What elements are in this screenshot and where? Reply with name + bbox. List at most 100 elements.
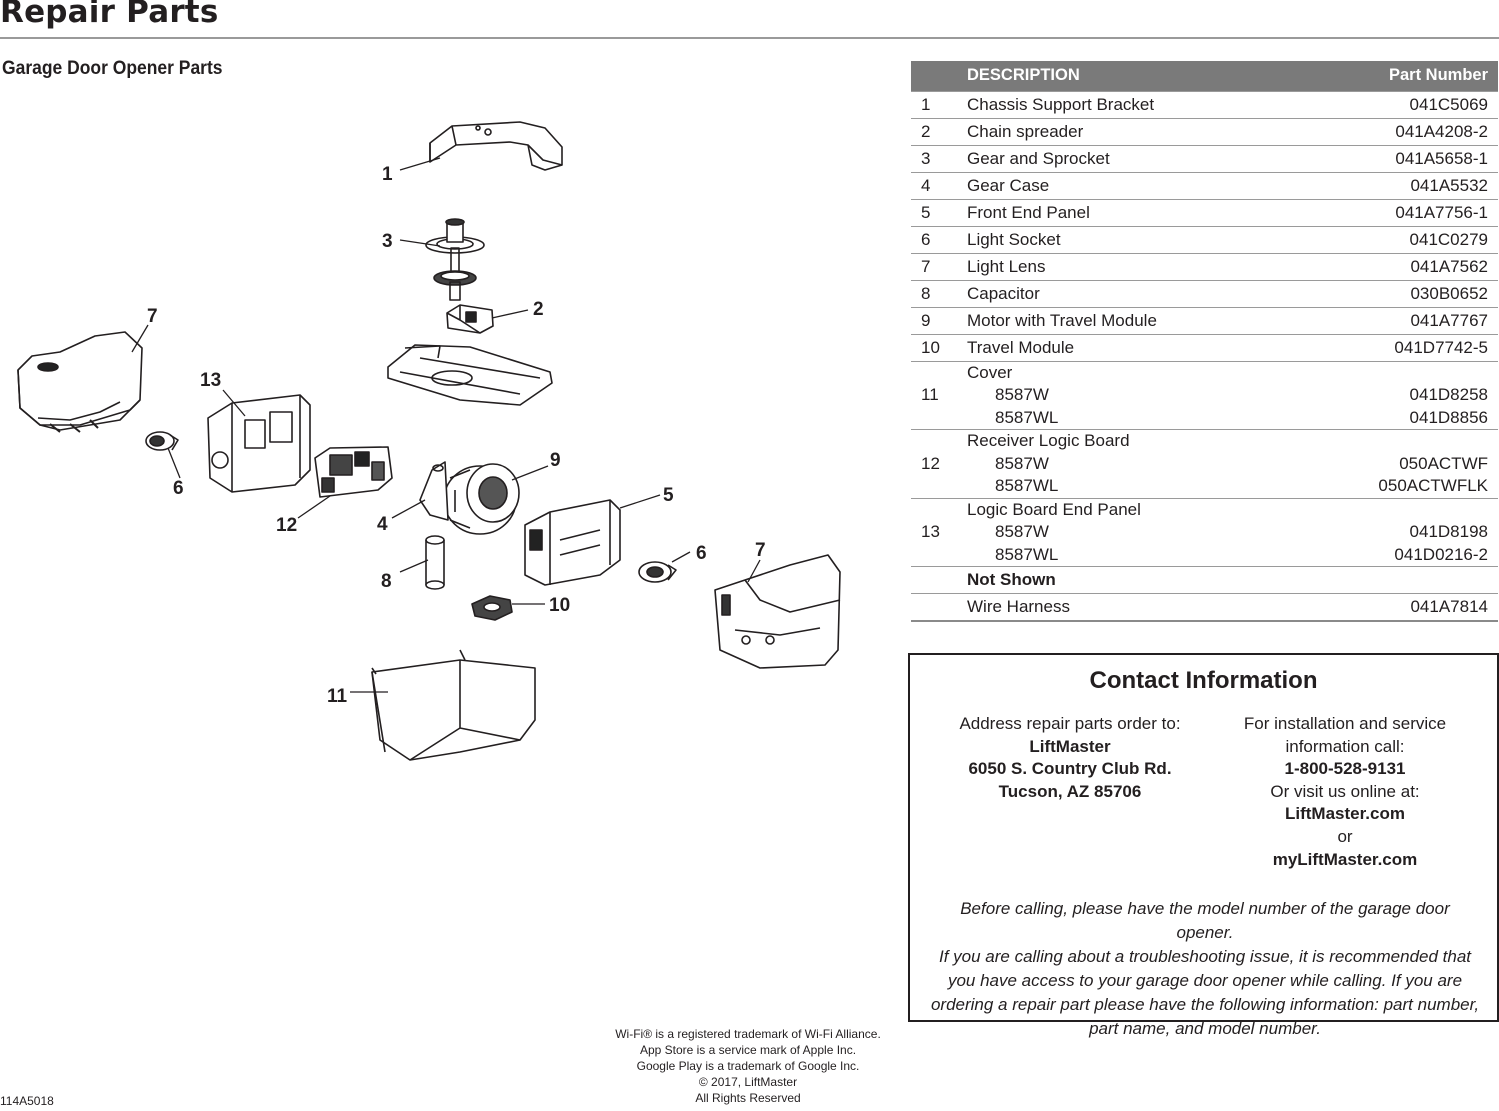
page-title: Repair Parts [0, 0, 219, 30]
document-number: 114A5018 [0, 1094, 54, 1108]
note-line: Before calling, please have the model nu… [960, 899, 1450, 942]
callout-5: 5 [663, 485, 674, 506]
item-number: 5 [911, 198, 961, 226]
item-part-number-cell: 041D8198 041D0216-2 [1292, 497, 1498, 567]
item-part-number: 041A4208-2 [1292, 117, 1498, 145]
item-description-cell: Logic Board End Panel 8587W 8587WL [961, 497, 1293, 567]
item-number: 6 [911, 225, 961, 253]
front-end-panel-illustration [524, 499, 621, 586]
callout-11: 11 [327, 686, 348, 707]
travel-module-illustration [471, 595, 513, 621]
item-number: 13 [911, 497, 961, 567]
item-number: 1 [911, 90, 961, 118]
item-part-number: 041A7562 [1292, 252, 1498, 280]
footer-line: © 2017, LiftMaster [698, 1075, 798, 1089]
callout-6-right: 6 [696, 543, 707, 564]
item-part-number: 041D0216-2 [1394, 544, 1488, 564]
callout-2: 2 [533, 299, 544, 320]
table-row: 13 Logic Board End Panel 8587W 8587WL 04… [911, 497, 1498, 567]
callout-10: 10 [549, 595, 570, 616]
chain-spreader-illustration [446, 304, 494, 334]
table-header-row: DESCRIPTION Part Number [911, 61, 1498, 91]
item-description: Wire Harness [961, 593, 1293, 621]
contact-information-box: Contact Information Address repair parts… [908, 653, 1499, 1038]
note-line: you have access to your garage door open… [947, 971, 1463, 990]
cover-illustration [371, 649, 536, 761]
item-part-number: 041A5658-1 [1292, 144, 1498, 172]
address-intro: Address repair parts order to: [959, 714, 1181, 733]
item-part-number: 041A7756-1 [1292, 198, 1498, 226]
item-part-number: 041A7767 [1292, 306, 1498, 334]
light-lens-left-illustration [17, 331, 143, 433]
service-intro: For installation and service [1243, 714, 1447, 733]
light-socket-left-illustration [145, 431, 179, 451]
section-title: Garage Door Opener Parts [2, 58, 223, 79]
motor-illustration [419, 461, 520, 535]
item-part-number: 041D8258 [1409, 385, 1488, 404]
callout-7-right: 7 [755, 540, 766, 561]
light-lens-right-illustration [714, 554, 841, 669]
item-number: 4 [911, 171, 961, 199]
item-number: 3 [911, 144, 961, 172]
callout-4: 4 [377, 514, 388, 535]
model-variant: 8587WL [995, 407, 1059, 427]
item-part-number: 030B0652 [1292, 279, 1498, 307]
callout-3: 3 [382, 231, 393, 252]
item-description: Logic Board End Panel [967, 499, 1141, 519]
table-row: 11 Cover 8587W 8587WL 041D8258 041D8856 [911, 360, 1498, 430]
item-description: Motor with Travel Module [961, 306, 1293, 334]
capacitor-illustration [425, 535, 445, 590]
part-number-header: Part Number [1292, 61, 1498, 91]
footer-line: App Store is a service mark of Apple Inc… [639, 1043, 857, 1057]
item-description: Cover [967, 362, 1013, 382]
description-header: DESCRIPTION [961, 61, 1293, 91]
item-part-number: 041C0279 [1292, 225, 1498, 253]
item-number: 2 [911, 117, 961, 145]
footer-line: All Rights Reserved [695, 1091, 801, 1105]
item-part-number-cell: 041D8258 041D8856 [1292, 360, 1498, 430]
item-description: Chain spreader [961, 117, 1293, 145]
light-socket-right-illustration [638, 561, 677, 583]
table-row: 12 Receiver Logic Board 8587W 8587WL 050… [911, 429, 1498, 498]
logic-board-end-panel-illustration [207, 394, 311, 493]
item-description: Front End Panel [961, 198, 1293, 226]
chassis-plate-illustration [387, 344, 553, 406]
callout-13: 13 [200, 370, 221, 391]
website-link[interactable]: LiftMaster.com [1285, 804, 1405, 824]
item-description: Gear and Sprocket [961, 144, 1293, 172]
item-part-number: 041D8856 [1409, 407, 1488, 427]
not-shown-label: Not Shown [961, 566, 1293, 594]
table-row: Wire Harness 041A7814 [911, 593, 1498, 621]
model-variant: 8587WL [995, 544, 1059, 564]
phone-number: 1-800-528-9131 [1284, 759, 1406, 779]
item-part-number: 041C5069 [1292, 90, 1498, 118]
gear-sprocket-illustration [425, 218, 485, 301]
trademark-footer: Wi-Fi® is a registered trademark of Wi-F… [548, 1026, 948, 1106]
visit-online-text: Or visit us online at: [1270, 781, 1420, 801]
item-part-number: 041D7742-5 [1292, 333, 1498, 361]
item-description: Chassis Support Bracket [961, 90, 1293, 118]
callout-9: 9 [550, 450, 561, 471]
item-number: 12 [911, 429, 961, 498]
item-description-cell: Cover 8587W 8587WL [961, 360, 1293, 430]
note-line: part name, and model number. [1089, 1019, 1321, 1038]
or-text: or [1337, 826, 1353, 846]
callout-7-left: 7 [147, 306, 158, 327]
callout-8: 8 [381, 571, 392, 592]
model-variant: 8587WL [995, 476, 1059, 495]
model-variant: 8587W [995, 453, 1049, 473]
contact-title: Contact Information [1089, 667, 1318, 694]
number-header [911, 61, 961, 91]
website-link-2[interactable]: myLiftMaster.com [1272, 849, 1418, 869]
callout-1: 1 [382, 164, 393, 185]
note-line: If you are calling about a troubleshooti… [938, 947, 1472, 966]
item-description: Light Socket [961, 225, 1293, 253]
item-description-cell: Receiver Logic Board 8587W 8587WL [961, 429, 1293, 498]
callout-6-left: 6 [173, 478, 184, 499]
